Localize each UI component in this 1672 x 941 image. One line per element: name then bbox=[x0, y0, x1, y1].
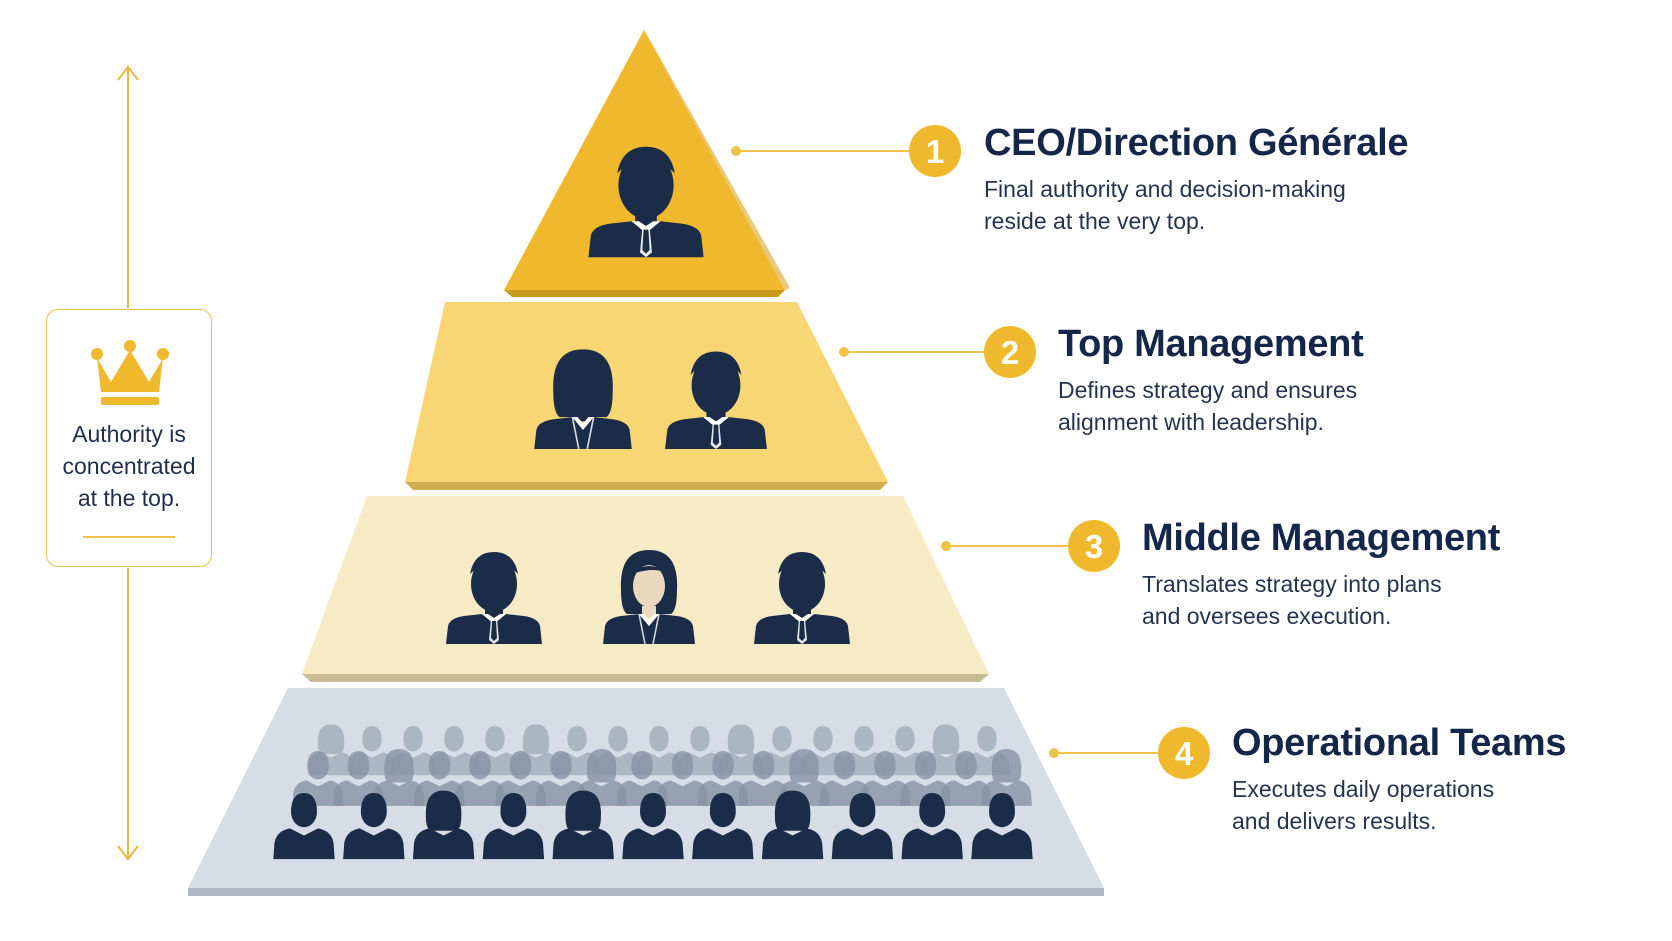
authority-divider bbox=[83, 536, 175, 538]
level-3-desc-line-2: and oversees execution. bbox=[1142, 603, 1392, 629]
level-badge-2-number: 2 bbox=[1001, 334, 1019, 371]
level-2-title: Top Management bbox=[1058, 323, 1364, 365]
level-badge-3-number: 3 bbox=[1085, 528, 1103, 565]
level-badge-1-number: 1 bbox=[926, 133, 944, 170]
authority-arrow bbox=[117, 65, 139, 861]
level-1-info: CEO/Direction Générale Final authority a… bbox=[984, 122, 1409, 237]
authority-line-3: at the top. bbox=[77, 485, 181, 511]
level-3-info: Middle Management Translates strategy in… bbox=[1142, 517, 1500, 632]
level-1-desc-line-2: reside at the very top. bbox=[984, 208, 1206, 234]
authority-panel: Authority is concentrated at the top. bbox=[46, 309, 212, 567]
connector-dot-2 bbox=[839, 347, 849, 357]
level-1-description: Final authority and decision-making resi… bbox=[984, 173, 1408, 237]
level-2-desc-line-2: alignment with leadership. bbox=[1058, 409, 1324, 435]
level-3-desc-line-1: Translates strategy into plans bbox=[1142, 571, 1442, 597]
authority-line-2: concentrated bbox=[62, 453, 196, 479]
level-3-description: Translates strategy into plans and overs… bbox=[1142, 568, 1500, 632]
level-1-desc-line-1: Final authority and decision-making bbox=[984, 176, 1346, 202]
level-4-desc-line-1: Executes daily operations bbox=[1232, 776, 1495, 802]
level-3-title: Middle Management bbox=[1142, 517, 1501, 559]
level-4-info: Operational Teams Executes daily operati… bbox=[1232, 722, 1567, 837]
level-badge-1: 1 bbox=[909, 125, 961, 177]
authority-statement: Authority is concentrated at the top. bbox=[55, 418, 203, 514]
level-2-description: Defines strategy and ensures alignment w… bbox=[1058, 374, 1363, 438]
level-4-description: Executes daily operations and delivers r… bbox=[1232, 773, 1566, 837]
level-badge-4: 4 bbox=[1158, 727, 1210, 779]
crown-icon bbox=[91, 340, 169, 405]
level-4-title: Operational Teams bbox=[1232, 722, 1567, 764]
level-2-desc-line-1: Defines strategy and ensures bbox=[1058, 377, 1358, 403]
connector-dot-1 bbox=[731, 146, 741, 156]
level-2-info: Top Management Defines strategy and ensu… bbox=[1058, 323, 1364, 438]
pyramid-tier-2 bbox=[405, 302, 888, 490]
level-badge-2: 2 bbox=[984, 326, 1036, 378]
connector-dot-4 bbox=[1049, 748, 1059, 758]
level-4-desc-line-2: and delivers results. bbox=[1232, 808, 1437, 834]
level-1-title: CEO/Direction Générale bbox=[984, 122, 1409, 164]
level-badge-3: 3 bbox=[1068, 520, 1120, 572]
connector-dot-3 bbox=[941, 541, 951, 551]
authority-line-1: Authority is bbox=[72, 421, 186, 447]
level-connectors bbox=[736, 150, 1160, 754]
level-badge-4-number: 4 bbox=[1175, 735, 1194, 772]
